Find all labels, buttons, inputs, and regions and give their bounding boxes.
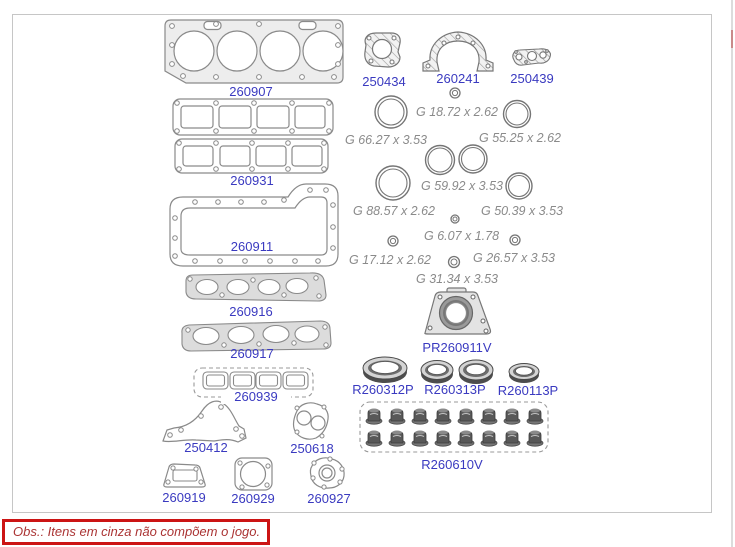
part-number-250439[interactable]: 250439 bbox=[510, 71, 554, 86]
radial-seals-drawing bbox=[362, 356, 540, 384]
oring-dimension-label: G 18.72 x 2.62 bbox=[416, 105, 499, 119]
part-number-R260313P[interactable]: R260313P bbox=[424, 382, 486, 397]
cylinder-head-gasket-drawing bbox=[164, 19, 344, 84]
rear-main-plate-gasket-drawing bbox=[162, 400, 247, 443]
round-flange-gasket-drawing bbox=[309, 456, 345, 490]
part-number-260931[interactable]: 260931 bbox=[230, 173, 274, 188]
part-number-250618[interactable]: 250618 bbox=[290, 441, 334, 456]
note-text: Obs.: Itens em cinza não compõem o jogo. bbox=[13, 524, 261, 539]
part-number-R260312P[interactable]: R260312P bbox=[352, 382, 414, 397]
diagram-frame bbox=[12, 14, 712, 513]
part-number-260241[interactable]: 260241 bbox=[436, 71, 480, 86]
part-number-260916[interactable]: 260916 bbox=[229, 304, 273, 319]
part-number-250412[interactable]: 250412 bbox=[184, 440, 228, 455]
small-triple-hole-gasket-drawing bbox=[512, 48, 551, 66]
rear-seal-carrier-drawing bbox=[424, 287, 492, 335]
part-number-260927[interactable]: 260927 bbox=[307, 491, 351, 506]
oring-dimension-label: G 6.07 x 1.78 bbox=[424, 229, 500, 243]
valve-stem-seal-set-drawing bbox=[359, 401, 549, 453]
oring-dimension-label: G 31.34 x 3.53 bbox=[416, 272, 499, 286]
twin-bore-gasket-drawing bbox=[292, 402, 329, 440]
part-number-260919[interactable]: 260919 bbox=[162, 490, 206, 505]
orings-drawing bbox=[374, 87, 533, 269]
oring-dimension-label: G 17.12 x 2.62 bbox=[349, 253, 432, 267]
valve-cover-gaskets-drawing bbox=[172, 98, 334, 174]
part-number-260929[interactable]: 260929 bbox=[231, 491, 275, 506]
part-number-260939[interactable]: 260939 bbox=[221, 390, 291, 404]
part-number-260907[interactable]: 260907 bbox=[229, 84, 273, 99]
intake-manifold-gasket-drawing bbox=[185, 272, 327, 302]
part-number-260911[interactable]: 260911 bbox=[230, 239, 274, 254]
right-edge-marker bbox=[731, 30, 733, 48]
part-number-R260113P[interactable]: R260113P bbox=[497, 383, 559, 398]
oring-dimension-label: G 26.57 x 3.53 bbox=[473, 251, 556, 265]
part-number-PR260911V[interactable]: PR260911V bbox=[422, 340, 492, 355]
oring-dimension-label: G 66.27 x 3.53 bbox=[345, 133, 428, 147]
throttle-body-gasket-drawing bbox=[234, 457, 273, 491]
oring-dimension-label: G 59.92 x 3.53 bbox=[421, 179, 504, 193]
front-cover-gasket-drawing bbox=[364, 32, 401, 68]
rear-arch-gasket-drawing bbox=[422, 31, 494, 72]
part-number-250434[interactable]: 250434 bbox=[362, 74, 406, 89]
oring-dimension-label: G 88.57 x 2.62 bbox=[353, 204, 436, 218]
oring-dimension-label: G 50.39 x 3.53 bbox=[481, 204, 564, 218]
oring-dimension-label: G 55.25 x 2.62 bbox=[479, 131, 562, 145]
oil-pan-gasket-drawing bbox=[169, 183, 339, 267]
right-edge-line bbox=[731, 0, 733, 547]
part-number-R260610V[interactable]: R260610V bbox=[421, 457, 483, 472]
part-number-260917[interactable]: 260917 bbox=[230, 346, 274, 361]
bracket-gasket-drawing bbox=[163, 463, 206, 488]
exhaust-manifold-gasket-drawing bbox=[181, 320, 332, 352]
note-box: Obs.: Itens em cinza não compõem o jogo. bbox=[2, 519, 270, 545]
